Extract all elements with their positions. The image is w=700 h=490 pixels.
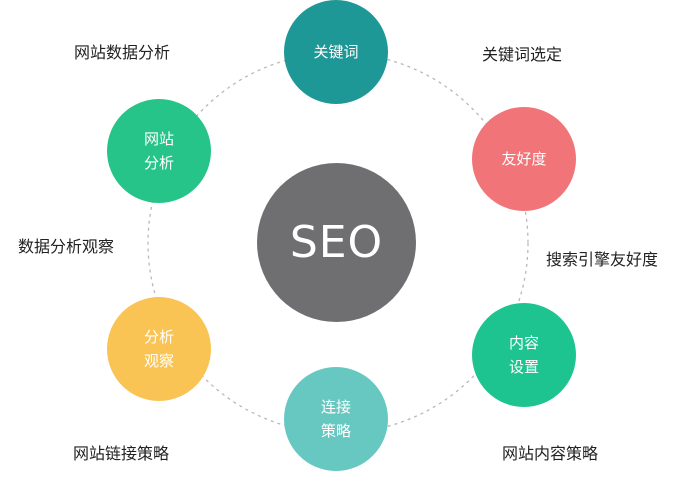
label-site-link-strategy: 网站链接策略 bbox=[73, 444, 170, 463]
label-keyword-selection: 关键词选定 bbox=[482, 45, 563, 64]
analysis-observation-node: 分析 观察 bbox=[107, 297, 211, 401]
site-analysis-node: 网站 分析 bbox=[107, 99, 211, 203]
label-search-engine-friendliness: 搜索引擎友好度 bbox=[546, 250, 659, 269]
label-site-content-strategy: 网站内容策略 bbox=[502, 444, 599, 463]
seo-center-label: SEO bbox=[289, 217, 384, 268]
label-data-analysis-observation: 数据分析观察 bbox=[18, 237, 115, 256]
seo-center-node: SEO bbox=[257, 163, 416, 322]
keyword-node: 关键词 bbox=[284, 0, 388, 104]
label-site-data-analysis: 网站数据分析 bbox=[74, 43, 171, 62]
link-strategy-node: 连接 策略 bbox=[284, 367, 388, 471]
content-setting-node: 内容 设置 bbox=[472, 303, 576, 407]
friendliness-node: 友好度 bbox=[472, 107, 576, 211]
